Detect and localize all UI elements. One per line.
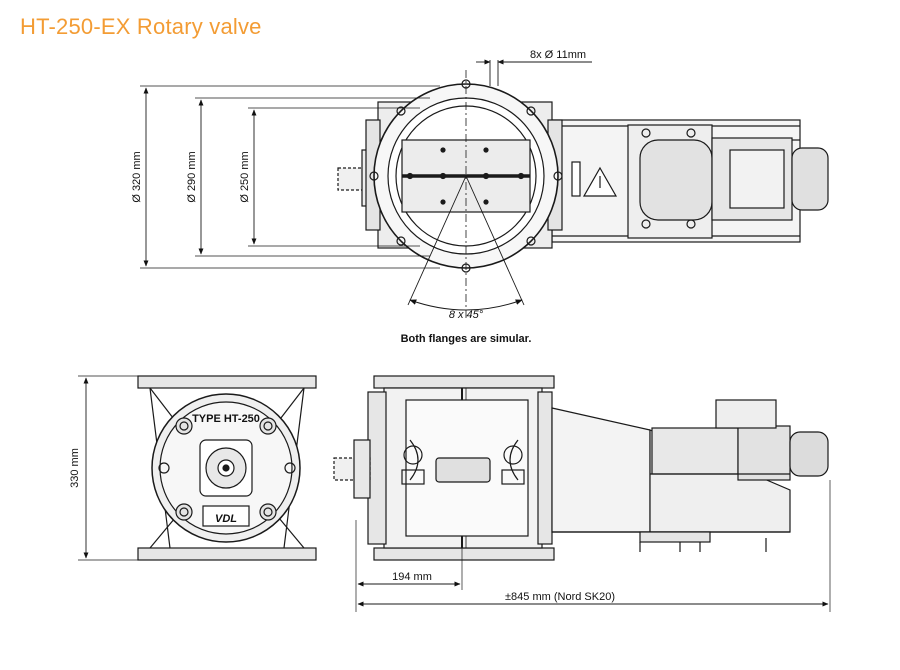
bolt-hole-label: 8x Ø 11mm	[530, 49, 586, 61]
vdl-logo	[202, 505, 250, 527]
dia-250-label: Ø 250 mm	[239, 151, 251, 202]
nameplate-logo: VDL	[215, 513, 237, 525]
flange-note: Both flanges are simular.	[401, 333, 532, 345]
inspection-cover	[435, 457, 491, 483]
side-view	[333, 375, 831, 612]
top-view	[140, 59, 829, 318]
motor-side	[651, 427, 739, 475]
length-194-label: 194 mm	[392, 571, 432, 583]
height-330-label: 330 mm	[69, 448, 81, 488]
dia-290-label: Ø 290 mm	[186, 151, 198, 202]
motor-body	[639, 139, 713, 221]
length-845-label: ±845 mm (Nord SK20)	[505, 591, 615, 603]
front-view	[78, 375, 317, 561]
page-title: HT-250-EX Rotary valve	[20, 14, 262, 39]
terminal-box	[715, 399, 777, 429]
nameplate-type: TYPE HT-250	[192, 413, 260, 425]
angle-label: 8 x 45°	[449, 309, 484, 321]
motor-end-cap	[791, 147, 829, 211]
dia-320-label: Ø 320 mm	[131, 151, 143, 202]
